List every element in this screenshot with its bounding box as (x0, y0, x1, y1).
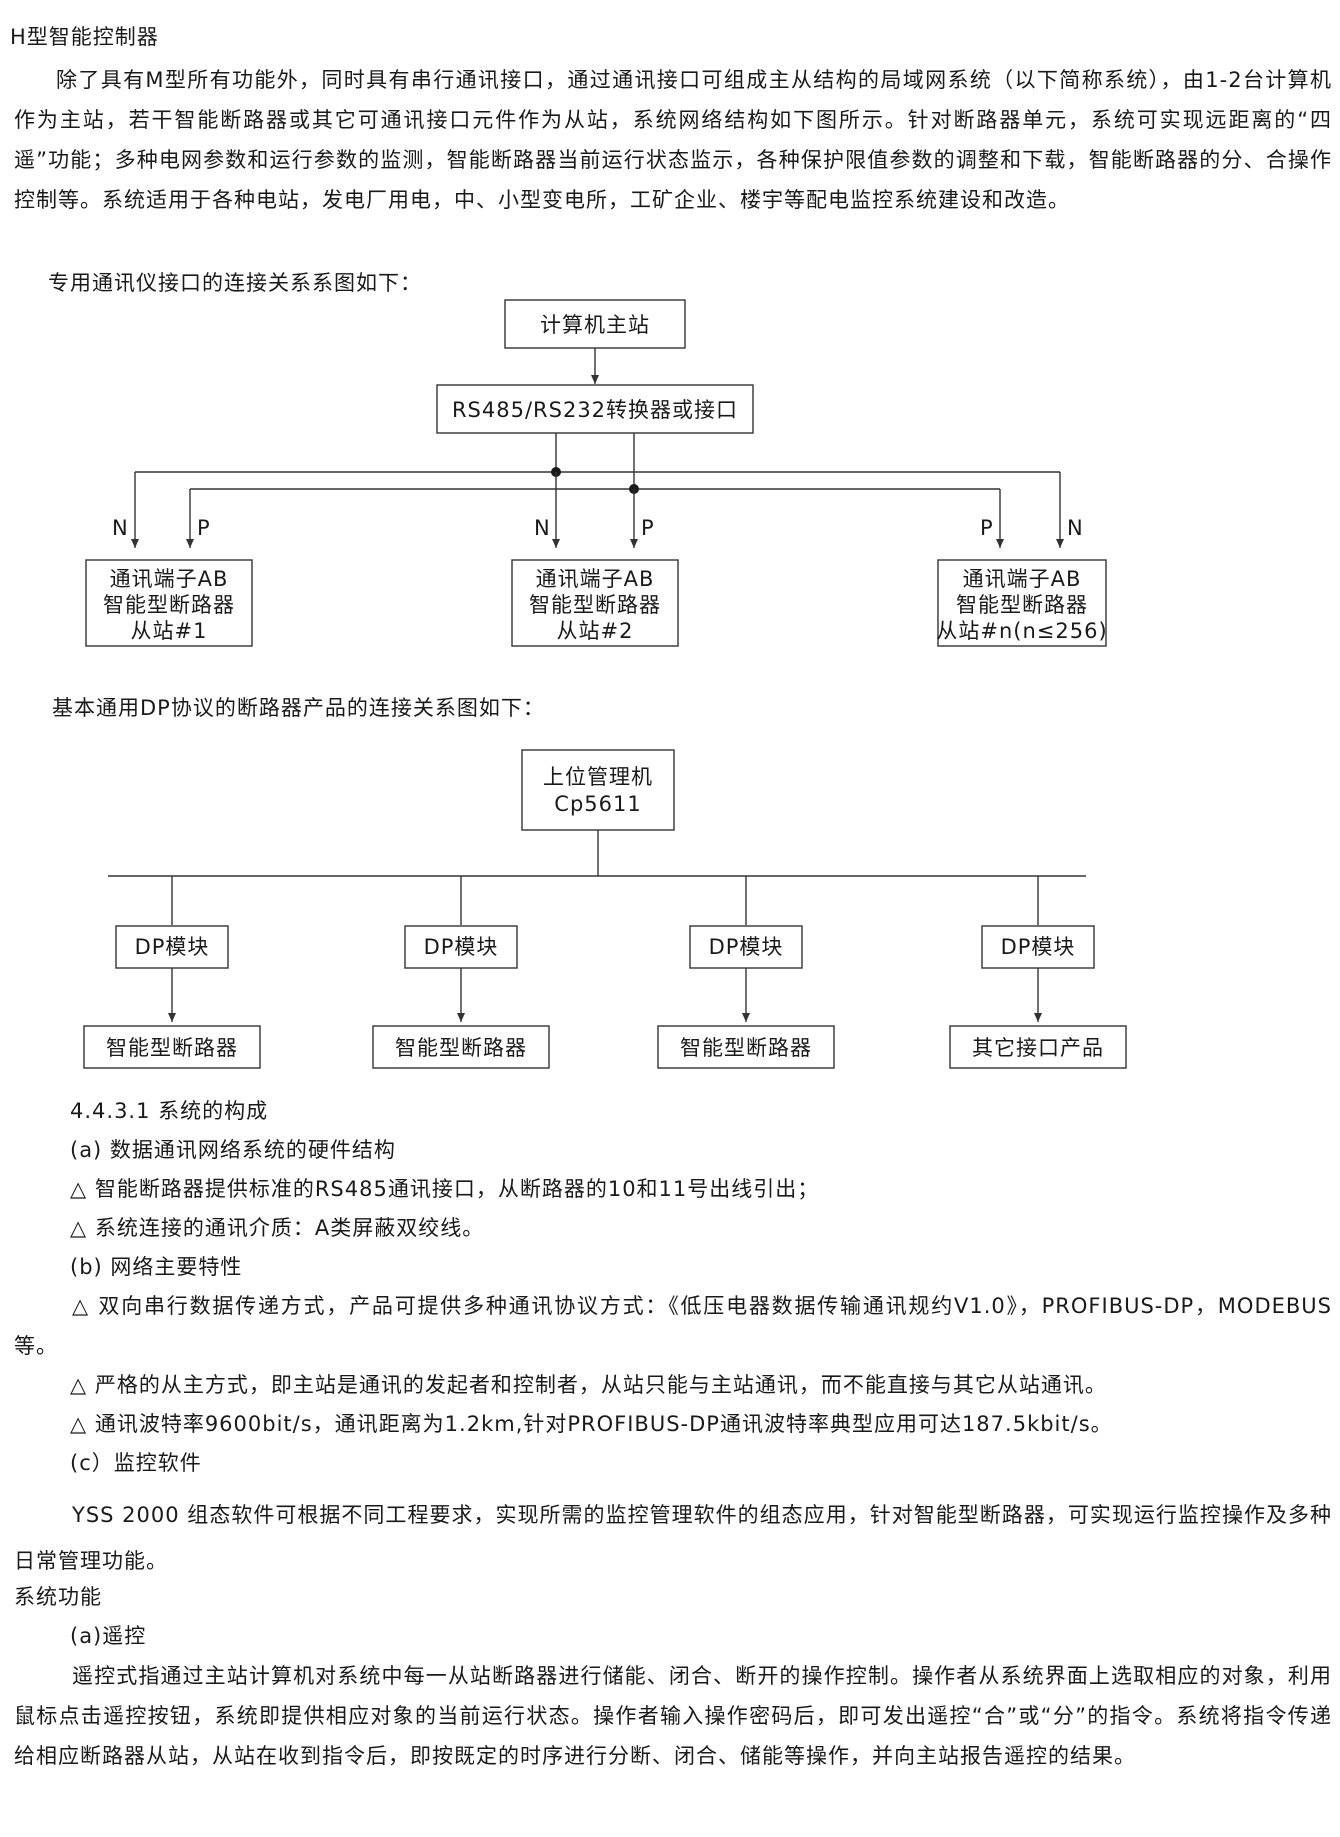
host-line1: 上位管理机 (543, 765, 653, 789)
dp-module-box-4: DP模块 (981, 925, 1095, 969)
dp-connection-diagram: 上位管理机 Cp5611 DP模块 智能型断路器 DP模块 智能型断路器 DP模… (83, 749, 1127, 1069)
master-station-label: 计算机主站 (540, 313, 650, 337)
slave1-line3: 从站#1 (131, 619, 208, 643)
heading-4431: 4.4.3.1 系统的构成 (70, 1099, 269, 1123)
device-box-2: 智能型断路器 (372, 1025, 550, 1069)
item-b-title: (b) 网络主要特性 (70, 1255, 243, 1279)
slave2-line3: 从站#2 (557, 619, 634, 643)
device-label-4: 其它接口产品 (972, 1036, 1104, 1060)
dp-module-box-3: DP模块 (689, 925, 803, 969)
item-b-bullet2: △ 严格的从主方式，即主站是通讯的发起者和控制者，从站只能与主站通讯，而不能直接… (70, 1373, 1107, 1397)
host-computer-box: 上位管理机 Cp5611 (521, 749, 675, 831)
device-label-3: 智能型断路器 (680, 1036, 812, 1060)
section-title: H型智能控制器 (10, 25, 159, 49)
slaven-left-pin: P (980, 516, 994, 540)
dp-module-box-1: DP模块 (115, 925, 229, 969)
slave1-right-pin: P (197, 516, 211, 540)
diagram2-caption: 基本通用DP协议的断路器产品的连接关系图如下： (52, 696, 545, 720)
master-station-box: 计算机主站 (504, 299, 686, 349)
remote-control-title: (a)遥控 (70, 1624, 147, 1648)
rs485-connection-diagram: 计算机主站 RS485/RS232转换器或接口 N P N P P N 通讯端子… (85, 299, 1107, 647)
item-b-bullet1: △ 双向串行数据传递方式，产品可提供多种通讯协议方式：《低压电器数据传输通讯规约… (14, 1294, 1332, 1358)
device-box-4: 其它接口产品 (949, 1025, 1127, 1069)
device-box-3: 智能型断路器 (657, 1025, 835, 1069)
dp-module-label-2: DP模块 (424, 935, 499, 959)
slave2-line2: 智能型断路器 (529, 593, 661, 617)
device-label-1: 智能型断路器 (106, 1036, 238, 1060)
slaven-line3: 从站#n(n≤256) (936, 619, 1107, 643)
item-a-bullet2: △ 系统连接的通讯介质：A类屏蔽双绞线。 (70, 1216, 485, 1240)
system-functions-heading: 系统功能 (14, 1585, 102, 1609)
remote-control-paragraph: 遥控式指通过主站计算机对系统中每一从站断路器进行储能、闭合、断开的操作控制。操作… (14, 1664, 1332, 1768)
item-c-title: (c）监控软件 (70, 1451, 202, 1475)
device-box-1: 智能型断路器 (83, 1025, 261, 1069)
item-c-paragraph: YSS 2000 组态软件可根据不同工程要求，实现所需的监控管理软件的组态应用，… (14, 1503, 1332, 1573)
slave2-line1: 通讯端子AB (536, 567, 655, 591)
slave2-box: 通讯端子AB 智能型断路器 从站#2 (511, 559, 679, 647)
slave1-box: 通讯端子AB 智能型断路器 从站#1 (85, 559, 253, 647)
slaven-box: 通讯端子AB 智能型断路器 从站#n(n≤256) (936, 559, 1107, 647)
item-a-bullet1: △ 智能断路器提供标准的RS485通讯接口，从断路器的10和11号出线引出； (70, 1177, 820, 1201)
slaven-right-pin: N (1067, 516, 1084, 540)
slave2-left-pin: N (534, 516, 551, 540)
converter-box: RS485/RS232转换器或接口 (436, 384, 754, 434)
device-label-2: 智能型断路器 (395, 1036, 527, 1060)
slave1-line1: 通讯端子AB (110, 567, 229, 591)
slave1-left-pin: N (112, 516, 129, 540)
diagram1-caption: 专用通讯仪接口的连接关系系图如下： (48, 271, 422, 295)
dp-module-label-4: DP模块 (1001, 935, 1076, 959)
slave1-line2: 智能型断路器 (103, 593, 235, 617)
item-b-bullet3: △ 通讯波特率9600bit/s，通讯距离为1.2km,针对PROFIBUS-D… (70, 1412, 1113, 1436)
slaven-line2: 智能型断路器 (956, 593, 1088, 617)
dp-module-box-2: DP模块 (404, 925, 518, 969)
converter-label: RS485/RS232转换器或接口 (452, 398, 738, 422)
host-line2: Cp5611 (554, 792, 641, 816)
item-a-title: (a) 数据通讯网络系统的硬件结构 (70, 1138, 396, 1162)
slave2-right-pin: P (641, 516, 655, 540)
dp-module-label-1: DP模块 (135, 935, 210, 959)
dp-module-label-3: DP模块 (709, 935, 784, 959)
intro-paragraph: 除了具有M型所有功能外，同时具有串行通讯接口，通过通讯接口可组成主从结构的局域网… (14, 68, 1332, 212)
slaven-line1: 通讯端子AB (963, 567, 1082, 591)
